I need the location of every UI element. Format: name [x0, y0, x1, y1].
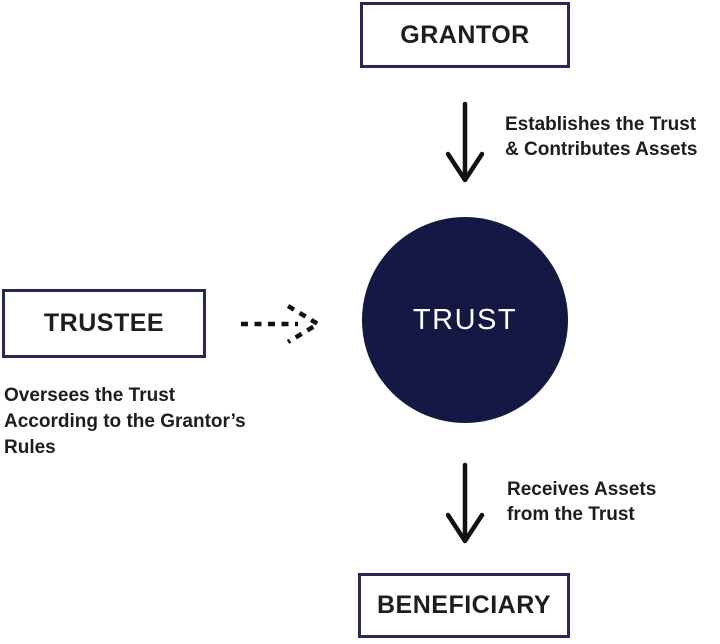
beneficiary-label: BENEFICIARY	[376, 591, 552, 619]
trustee-label: TRUSTEE	[43, 309, 165, 337]
grantor-edge-label: Establishes the Trust & Contributes Asse…	[505, 112, 698, 162]
trustee-edge-label: Oversees the Trust According to the Gran…	[4, 383, 246, 461]
arrow-down-icon	[445, 462, 485, 544]
beneficiary-edge-label-line2: from the Trust	[507, 504, 635, 525]
beneficiary-edge-label-line1: Receives Assets	[507, 479, 657, 500]
dashed-arrow-right-icon	[241, 304, 323, 344]
beneficiary-edge-label: Receives Assets from the Trust	[507, 477, 656, 527]
trust-label: TRUST	[412, 303, 518, 336]
trustee-edge-label-line1: Oversees the Trust	[4, 385, 176, 406]
grantor-edge-label-line2: & Contributes Assets	[505, 139, 698, 160]
trustee-node: TRUSTEE	[2, 289, 206, 358]
arrow-down-icon	[445, 101, 485, 183]
trustee-edge-label-line3: Rules	[4, 437, 56, 458]
grantor-label: GRANTOR	[400, 20, 530, 49]
beneficiary-node: BENEFICIARY	[358, 573, 570, 638]
trust-node: TRUST	[362, 217, 568, 423]
trustee-edge-label-line2: According to the Grantor’s	[4, 411, 246, 432]
grantor-edge-label-line1: Establishes the Trust	[505, 114, 697, 135]
grantor-node: GRANTOR	[360, 2, 570, 68]
